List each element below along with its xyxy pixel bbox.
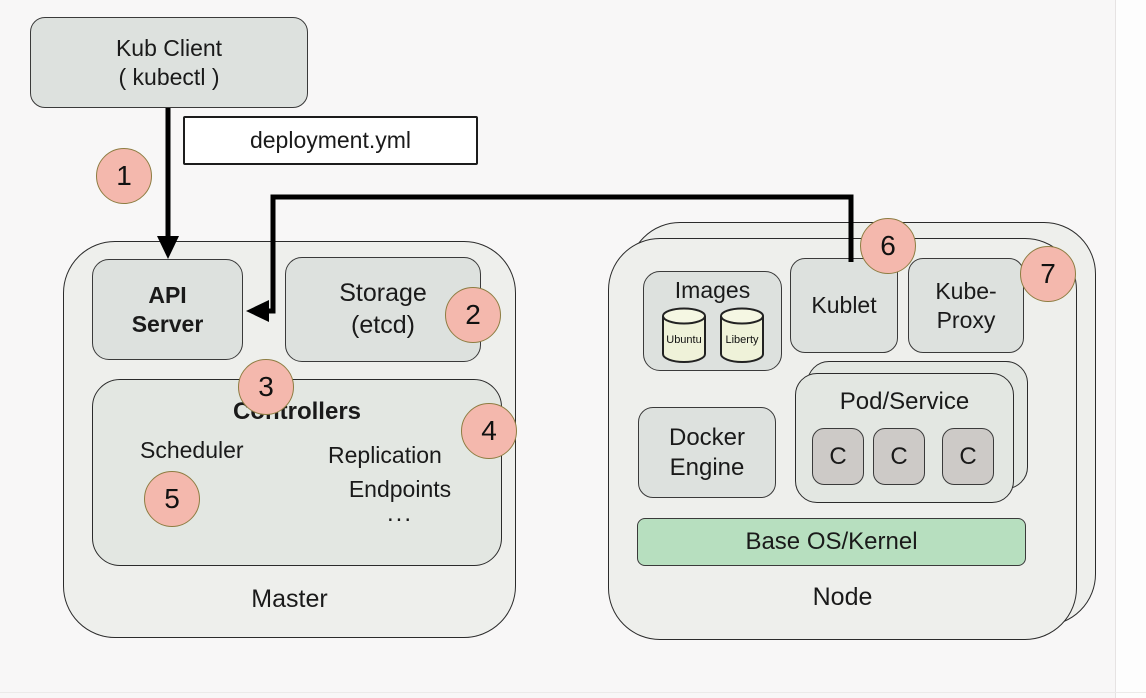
api-server-box: API Server xyxy=(92,259,243,360)
liberty-image-label: Liberty xyxy=(725,334,759,346)
container-c-3: C xyxy=(942,428,994,485)
api-server-line2: Server xyxy=(131,310,204,337)
controller-replication: Replication xyxy=(328,442,442,468)
controller-endpoints: Endpoints xyxy=(348,476,452,502)
container-c-1: C xyxy=(812,428,864,485)
step-badge-5: 5 xyxy=(144,471,200,527)
step-badge-7: 7 xyxy=(1020,246,1076,302)
controllers-title: Controllers xyxy=(232,398,361,425)
kublet-label: Kublet xyxy=(811,292,877,319)
docker-engine-line1: Docker xyxy=(668,423,746,451)
kub-client-box: Kub Client ( kubectl ) xyxy=(30,17,308,108)
step-badge-6: 6 xyxy=(860,218,916,274)
docker-engine-box: Docker Engine xyxy=(638,407,776,498)
right-divider-line xyxy=(1115,0,1116,698)
node-label: Node xyxy=(812,583,873,611)
ubuntu-image-cylinder-icon: Ubuntu xyxy=(661,307,706,363)
controller-scheduler: Scheduler xyxy=(140,437,244,463)
ubuntu-image-label: Ubuntu xyxy=(666,334,701,346)
storage-line1: Storage xyxy=(339,279,427,308)
kube-proxy-line1: Kube- xyxy=(935,277,997,304)
bottom-divider-line xyxy=(0,692,1146,693)
deployment-yml-label: deployment.yml xyxy=(249,127,412,153)
kub-client-subtitle: ( kubectl ) xyxy=(118,63,220,90)
step-badge-4: 4 xyxy=(461,403,517,459)
master-label: Master xyxy=(251,585,328,613)
base-os-kernel-label: Base OS/Kernel xyxy=(745,528,918,555)
step-badge-1: 1 xyxy=(96,148,152,204)
images-title: Images xyxy=(674,277,751,303)
api-server-line1: API xyxy=(148,281,187,308)
base-os-kernel-box: Base OS/Kernel xyxy=(637,518,1026,566)
step-badge-2: 2 xyxy=(445,287,501,343)
pod-service-title: Pod/Service xyxy=(839,388,970,415)
right-margin-strip xyxy=(1116,0,1146,698)
step-badge-3: 3 xyxy=(238,359,294,415)
deployment-yml-box: deployment.yml xyxy=(183,116,478,165)
images-box: Images Ubuntu Liberty xyxy=(643,271,782,371)
liberty-image-cylinder-icon: Liberty xyxy=(719,307,764,363)
docker-engine-line2: Engine xyxy=(669,453,745,481)
kube-proxy-line2: Proxy xyxy=(936,306,996,333)
container-c-2: C xyxy=(873,428,925,485)
storage-line2: (etcd) xyxy=(351,310,415,339)
kub-client-title: Kub Client xyxy=(115,34,223,61)
kube-proxy-box: Kube- Proxy xyxy=(908,258,1024,353)
controller-ellipsis: ... xyxy=(386,500,413,527)
